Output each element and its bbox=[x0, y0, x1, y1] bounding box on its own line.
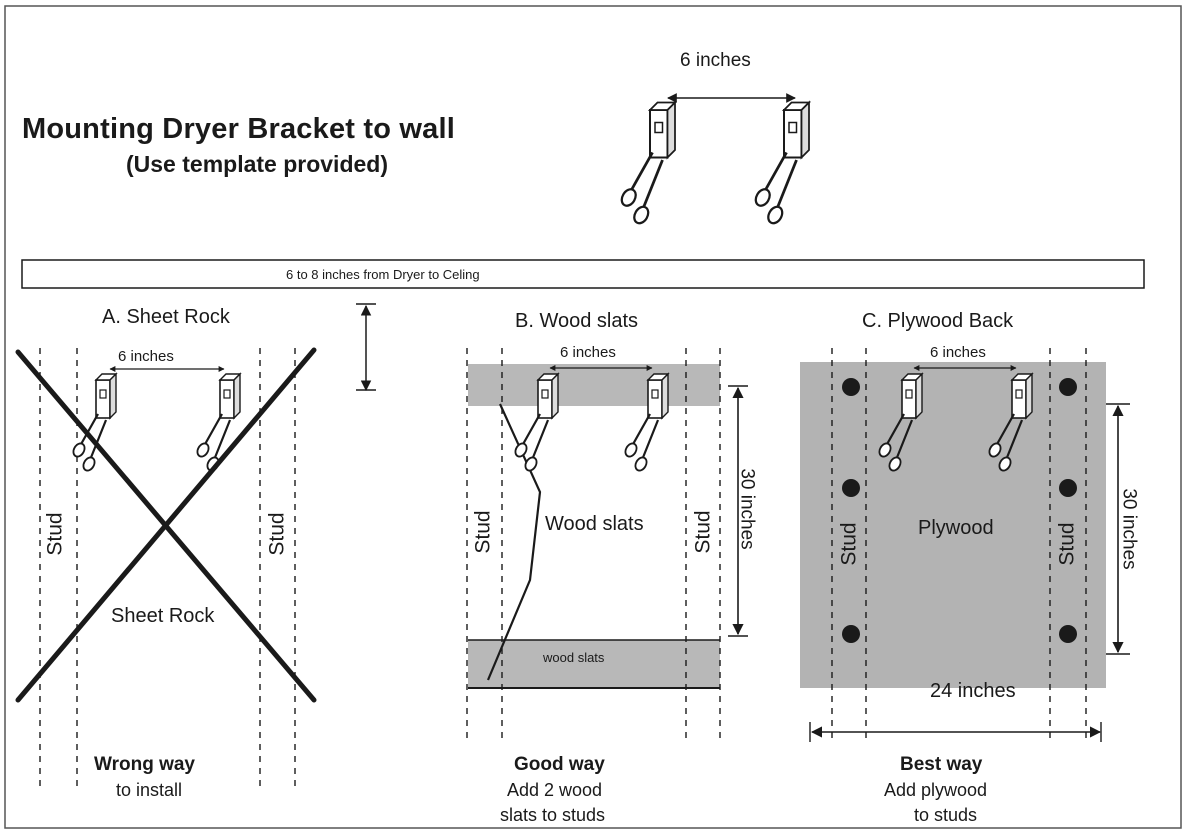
panel-b-height-label: 30 inches bbox=[736, 468, 758, 550]
panel-c-screw-dots bbox=[842, 378, 1077, 643]
panel-b-pointer-line bbox=[486, 403, 542, 681]
panel-c-title: C. Plywood Back bbox=[862, 310, 1014, 332]
panel-c-height-label: 30 inches bbox=[1118, 488, 1140, 570]
panel-b-note-line2: slats to studs bbox=[500, 805, 606, 825]
top-spacing-label: 6 inches bbox=[680, 50, 751, 71]
panel-a-spacing-label: 6 inches bbox=[118, 348, 174, 365]
outer-frame bbox=[4, 5, 1182, 829]
panel-c-verdict: Best way bbox=[900, 754, 983, 775]
panel-b-studs bbox=[466, 348, 721, 740]
top-bracket-left bbox=[617, 101, 677, 228]
panel-b-top-slat bbox=[468, 364, 720, 406]
panel-b-verdict: Good way bbox=[514, 754, 605, 775]
panel-b-bottom-slat bbox=[468, 640, 720, 688]
page-subtitle: (Use template provided) bbox=[126, 151, 388, 177]
panel-a-verdict: Wrong way bbox=[94, 754, 195, 775]
panel-b-title: B. Wood slats bbox=[515, 310, 639, 332]
panel-a-bracket-right bbox=[194, 372, 242, 474]
panel-c-stud-right: Stud bbox=[1055, 522, 1079, 566]
panel-a-title: A. Sheet Rock bbox=[102, 306, 230, 328]
top-bracket-right bbox=[751, 101, 811, 228]
ceiling-bar-label: 6 to 8 inches from Dryer to Celing bbox=[286, 267, 480, 282]
panel-c-note-line1: Add plywood bbox=[884, 780, 988, 800]
page-title: Mounting Dryer Bracket to wall bbox=[22, 113, 456, 145]
panel-c-material-label: Plywood bbox=[918, 517, 994, 539]
panel-a-note: to install bbox=[116, 780, 183, 800]
panel-c-studs bbox=[831, 348, 1087, 740]
panel-b-note-line1: Add 2 wood bbox=[507, 780, 603, 800]
ceiling-bar bbox=[21, 259, 1145, 289]
panel-b-stud-right: Stud bbox=[691, 510, 715, 554]
panel-a-stud-left: Stud bbox=[43, 512, 67, 556]
panel-a-stud-right: Stud bbox=[265, 512, 289, 556]
panel-b-spacing-label: 6 inches bbox=[560, 344, 616, 361]
panel-c-width-label: 24 inches bbox=[930, 680, 1016, 702]
panel-c-stud-left: Stud bbox=[837, 522, 861, 566]
panel-c-note-line2: to studs bbox=[914, 805, 978, 825]
panel-a-material-label: Sheet Rock bbox=[111, 605, 215, 627]
panel-b-stud-left: Stud bbox=[471, 510, 495, 554]
panel-b-bottom-slat-label: wood slats bbox=[543, 650, 605, 665]
panel-c-spacing-label: 6 inches bbox=[930, 344, 986, 361]
panel-b-material-label: Wood slats bbox=[545, 513, 644, 535]
panel-a-cross-out bbox=[15, 347, 317, 703]
